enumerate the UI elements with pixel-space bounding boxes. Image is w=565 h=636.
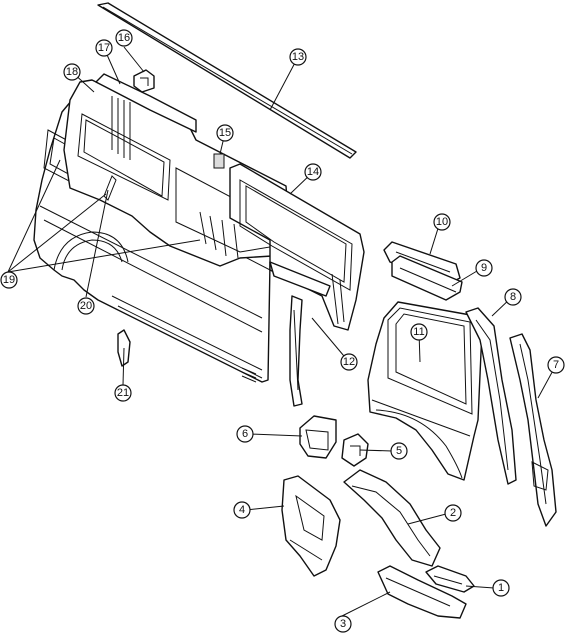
part-6-bracket-box: [299, 415, 337, 459]
callout-4: 4: [233, 501, 251, 519]
callout-11-label: 11: [413, 326, 424, 338]
callout-17: 17: [95, 39, 113, 57]
part-15-bracket: [213, 153, 225, 169]
callout-9: 9: [475, 259, 493, 277]
callout-12: 12: [340, 353, 358, 371]
callout-15: 15: [216, 124, 234, 142]
callout-7: 7: [547, 356, 565, 374]
callout-18: 18: [63, 63, 81, 81]
callout-13-label: 13: [292, 51, 304, 63]
part-1-step-bracket: [425, 565, 475, 593]
callout-10: 10: [433, 213, 451, 231]
callout-3-label: 3: [340, 618, 346, 630]
part-14-center-window-panel: [229, 163, 365, 331]
callout-19-label: 19: [3, 274, 15, 286]
callout-13: 13: [289, 48, 307, 66]
callout-21: 21: [114, 384, 132, 402]
callout-14-label: 14: [307, 166, 319, 178]
part-4-wheelhouse-inner: [281, 475, 341, 577]
callout-21-label: 21: [117, 387, 129, 399]
callout-11: 11: [410, 323, 428, 341]
part-2-wheel-arch: [343, 469, 441, 567]
callout-8: 8: [504, 288, 522, 306]
callout-12-label: 12: [343, 356, 355, 368]
callout-8-label: 8: [510, 291, 516, 303]
callout-20: 20: [77, 297, 95, 315]
callout-1: 1: [492, 579, 510, 597]
part-3-side-sill: [377, 565, 467, 619]
callout-15-label: 15: [219, 127, 231, 139]
callout-9-label: 9: [481, 262, 487, 274]
callout-1-label: 1: [498, 582, 504, 594]
part-7-front-pillar: [509, 333, 557, 527]
part-16-clip: [133, 69, 155, 93]
callout-6: 6: [236, 425, 254, 443]
callout-5: 5: [390, 442, 408, 460]
callout-10-label: 10: [436, 216, 448, 228]
callout-20-label: 20: [80, 300, 92, 312]
part-12-pillar-strip: [269, 261, 331, 407]
part-13-roof-rail: [97, 2, 357, 159]
callout-3: 3: [334, 615, 352, 633]
callout-6-label: 6: [242, 428, 248, 440]
callout-16: 16: [115, 29, 133, 47]
callout-2-label: 2: [450, 507, 456, 519]
callout-17-label: 17: [98, 42, 110, 54]
callout-7-label: 7: [553, 359, 559, 371]
part-9-lower-header: [391, 255, 463, 301]
callout-19: 19: [0, 271, 18, 289]
part-8-center-pillar: [465, 307, 517, 485]
callout-18-label: 18: [66, 66, 78, 78]
part-5-gusset: [341, 433, 369, 467]
callout-4-label: 4: [239, 504, 245, 516]
callout-16-label: 16: [118, 32, 130, 44]
callout-14: 14: [304, 163, 322, 181]
callout-5-label: 5: [396, 445, 402, 457]
callout-2: 2: [444, 504, 462, 522]
part-17-upper-rail: [95, 73, 197, 160]
